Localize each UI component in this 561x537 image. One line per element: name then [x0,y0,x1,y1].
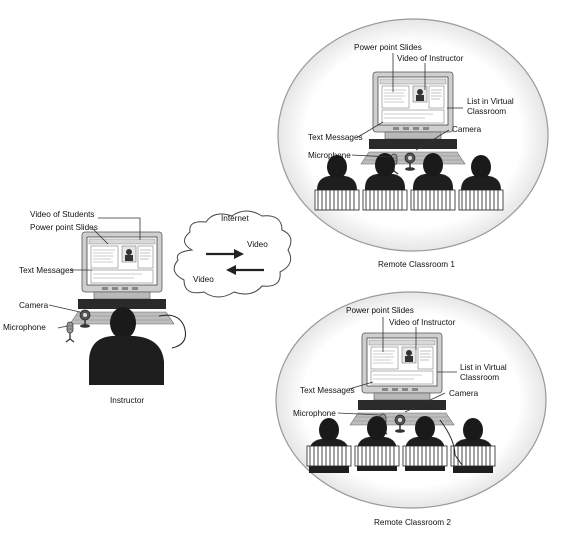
remote2-chair [402,445,448,467]
instructor-cable [158,314,186,349]
remote-classroom-1: Power point Slides Video of Instructor L… [277,18,549,269]
remote1-label-microphone: Microphone [308,151,351,160]
instructor-caption: Instructor [110,396,144,405]
instructor-students-leader [98,217,141,240]
remote2-text-leader [348,381,374,390]
remote2-chair [354,445,400,467]
remote2-chair [450,445,496,467]
remote2-label-text-messages: Text Messages [300,386,355,395]
remote1-mic-leader [351,154,391,158]
remote1-chair [362,189,408,211]
remote2-camera-icon [394,414,406,434]
instructor-camera-leader [48,304,81,313]
instructor-label-text-messages: Text Messages [19,266,74,275]
instructor-slides-leader [91,227,109,245]
remote1-text-leader [357,121,384,138]
video-out-label: Video [247,240,268,249]
remote-classroom-2: Power point Slides Video of Instructor L… [275,291,547,527]
remote1-camera-icon [404,152,416,172]
instructor-station: Video of Students Power point Slides Tex… [3,210,186,405]
remote2-label-video-instructor: Video of Instructor [389,318,456,327]
instructor-label-video-students: Video of Students [30,210,95,219]
remote2-caption: Remote Classroom 2 [374,518,451,527]
instructor-label-microphone: Microphone [3,323,46,332]
remote2-cable [439,419,463,466]
internet-cloud: Internet Video Video [173,210,292,298]
remote1-camera-leader [415,129,450,151]
arrow-right-icon [234,249,244,259]
remote2-chair [306,445,352,467]
arrow-left-icon [226,265,236,275]
remote2-label-list-2: Classroom [460,373,499,382]
remote2-camera-leader [404,392,446,413]
instructor-mic-leader [57,325,68,329]
instructor-camera-icon [79,309,91,329]
instructor-microphone-icon [65,321,75,343]
remote1-label-slides: Power point Slides [354,43,422,52]
instructor-body [89,336,164,385]
instructor-label-slides: Power point Slides [30,223,98,232]
instructor-head [110,307,136,339]
remote1-label-list-2: Classroom [467,107,506,116]
remote1-caption: Remote Classroom 1 [378,260,455,269]
remote2-mic-leader [337,412,381,416]
remote2-label-slides: Power point Slides [346,306,414,315]
remote2-label-camera: Camera [449,389,479,398]
remote1-chair [410,189,456,211]
remote2-label-list-1: List in Virtual [460,363,507,372]
video-in-label: Video [193,275,214,284]
remote1-label-camera: Camera [452,125,482,134]
remote2-label-microphone: Microphone [293,409,336,418]
remote1-chair [314,189,360,211]
remote1-label-video-instructor: Video of Instructor [397,54,464,63]
internet-label: Internet [221,214,249,223]
remote1-label-text-messages: Text Messages [308,133,363,142]
remote1-label-list-1: List in Virtual [467,97,514,106]
instructor-label-camera: Camera [19,301,49,310]
remote1-chair [458,189,504,211]
